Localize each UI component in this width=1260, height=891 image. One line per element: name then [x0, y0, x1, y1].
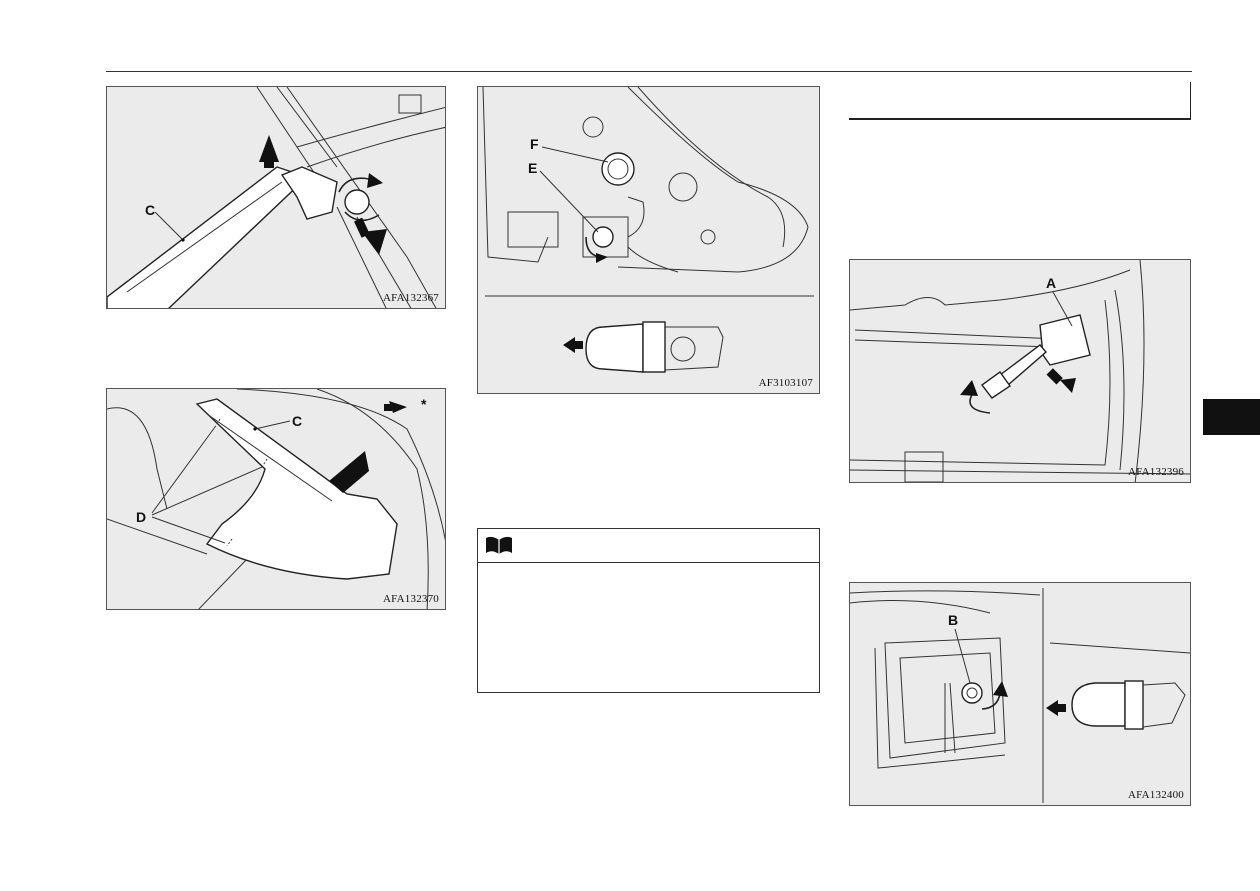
section-header-box	[849, 82, 1191, 120]
label-e: E	[528, 160, 537, 176]
top-rule	[106, 71, 1192, 72]
label-b: B	[948, 612, 958, 628]
figure-code: AFA132396	[1128, 466, 1184, 478]
figure-bulb-sockets-drawing: F E	[482, 87, 814, 373]
label-d: D	[136, 509, 146, 525]
label-star: *	[421, 396, 427, 412]
figure-bulb-sockets: F E AF3103107	[477, 86, 820, 394]
figure-code: AF3103107	[758, 377, 813, 389]
figure-lens-clips: C D * AFA132370	[106, 388, 446, 610]
label-f: F	[530, 136, 539, 152]
section-tab	[1203, 399, 1260, 435]
label-a: A	[1046, 275, 1056, 291]
note-box	[477, 528, 820, 693]
note-header	[478, 529, 819, 563]
figure-cover-remove-drawing: A	[850, 260, 1190, 482]
figure-bulb-replace: B AFA132400	[849, 582, 1191, 806]
open-book-icon	[484, 534, 514, 561]
label-c: C	[145, 202, 155, 218]
figure-code: AFA132367	[383, 292, 439, 304]
figure-cover-remove: A AFA132396	[849, 259, 1191, 483]
figure-lens-clips-drawing: C D *	[107, 389, 445, 609]
figure-tail-lamp-remove-drawing: C	[107, 87, 445, 308]
figure-code: AFA132370	[383, 593, 439, 605]
figure-code: AFA132400	[1128, 789, 1184, 801]
figure-tail-lamp-remove: C AFA132367	[106, 86, 446, 309]
figure-bulb-replace-drawing: B	[850, 588, 1190, 803]
label-c: C	[292, 413, 302, 429]
